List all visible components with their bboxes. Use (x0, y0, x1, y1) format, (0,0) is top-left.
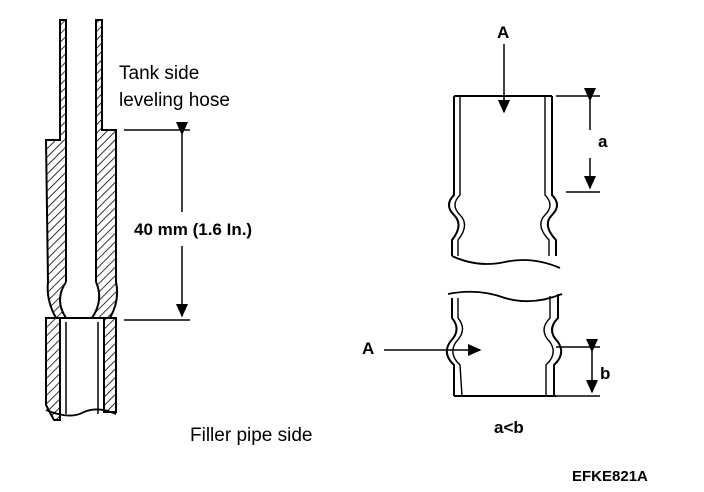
hose-wall-left (44, 19, 76, 319)
arrow-a-left-label: A (362, 339, 375, 358)
dimension-a-label: a (598, 132, 608, 151)
pipe-bead (59, 281, 101, 319)
dimension-40mm (124, 122, 190, 321)
filler-pipe-wall-left (45, 317, 61, 421)
condition-label: a<b (494, 418, 524, 437)
tank-side-label-line2: leveling hose (119, 90, 230, 111)
lower-pipe-section (445, 290, 563, 397)
tank-side-label-line1: Tank side (119, 63, 200, 84)
dimension-a (556, 88, 600, 193)
upper-pipe-section (448, 95, 561, 269)
arrow-a-top-label: A (497, 23, 510, 42)
pipe-break (45, 408, 117, 417)
dimension-b-label: b (600, 364, 611, 383)
figure-code: EFKE821A (572, 468, 648, 485)
filler-pipe-wall-right (103, 317, 117, 413)
hose-assembly (44, 19, 119, 421)
dimension-b (556, 339, 600, 397)
dimension-label: 40 mm (1.6 In.) (134, 220, 253, 239)
filler-pipe-side-label: Filler pipe side (190, 425, 313, 446)
